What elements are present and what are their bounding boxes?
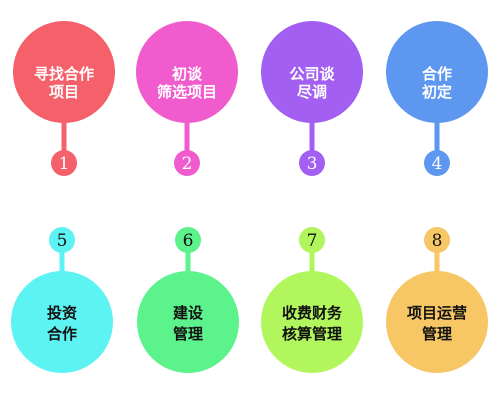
step-circle-6: [137, 271, 239, 373]
step-1: 寻找合作 项目 1: [13, 21, 115, 176]
step-label-4-line-2: 初定: [422, 83, 452, 101]
connector-1: [61, 118, 67, 156]
step-2: 初谈 筛选项目 2: [136, 21, 238, 176]
step-number-4: 4: [432, 154, 443, 174]
connector-6: [185, 250, 191, 288]
step-circle-5: [11, 271, 113, 373]
step-label-4-line-1: 合作: [421, 65, 452, 83]
step-label-2-line-1: 初谈: [172, 65, 203, 83]
step-label-6-line-2: 管理: [173, 325, 203, 343]
step-number-6: 6: [183, 231, 194, 251]
step-6: 6 建设 管理: [137, 227, 239, 373]
connector-2: [184, 118, 190, 156]
step-5: 5 投资 合作: [11, 227, 113, 373]
step-label-7-line-2: 核算管理: [282, 325, 342, 343]
step-8: 8 项目运营 管理: [386, 227, 488, 373]
step-number-badge-2: [174, 150, 200, 176]
step-circle-1: [13, 21, 115, 123]
step-label-2-line-2: 筛选项目: [157, 83, 217, 101]
step-label-1-line-1: 寻找合作: [34, 65, 94, 83]
step-number-3: 3: [307, 154, 318, 174]
step-7: 7 收费财务 核算管理: [261, 227, 363, 373]
step-3: 公司谈 尽调 3: [261, 21, 363, 176]
step-label-6-line-1: 建设: [173, 304, 203, 322]
step-number-badge-3: [299, 150, 325, 176]
step-circle-8: [386, 271, 488, 373]
step-label-8-line-1: 项目运营: [407, 304, 467, 322]
step-number-5: 5: [57, 231, 68, 251]
step-number-7: 7: [307, 231, 318, 251]
connector-8: [434, 250, 440, 288]
step-label-7-line-1: 收费财务: [282, 304, 343, 322]
step-label-5-line-2: 合作: [46, 325, 77, 343]
step-number-badge-7: [299, 227, 325, 253]
step-label-3-line-1: 公司谈: [289, 65, 335, 83]
step-number-badge-5: [49, 227, 75, 253]
step-label-5-line-1: 投资: [47, 304, 77, 322]
step-number-8: 8: [432, 231, 443, 251]
step-number-2: 2: [182, 154, 193, 174]
step-number-badge-1: [51, 150, 77, 176]
step-circle-4: [386, 21, 488, 123]
step-circle-7: [261, 271, 363, 373]
step-4: 合作 初定 4: [386, 21, 488, 176]
connector-7: [309, 250, 315, 288]
step-circle-2: [136, 21, 238, 123]
step-number-badge-6: [175, 227, 201, 253]
step-label-3-line-2: 尽调: [297, 83, 327, 101]
step-number-1: 1: [59, 154, 70, 174]
step-label-1-line-2: 项目: [49, 83, 79, 101]
connector-5: [59, 250, 65, 288]
step-label-8-line-2: 管理: [422, 325, 452, 343]
step-number-badge-8: [424, 227, 450, 253]
connector-3: [309, 118, 315, 156]
connector-4: [434, 118, 440, 156]
step-number-badge-4: [424, 150, 450, 176]
step-circle-3: [261, 21, 363, 123]
